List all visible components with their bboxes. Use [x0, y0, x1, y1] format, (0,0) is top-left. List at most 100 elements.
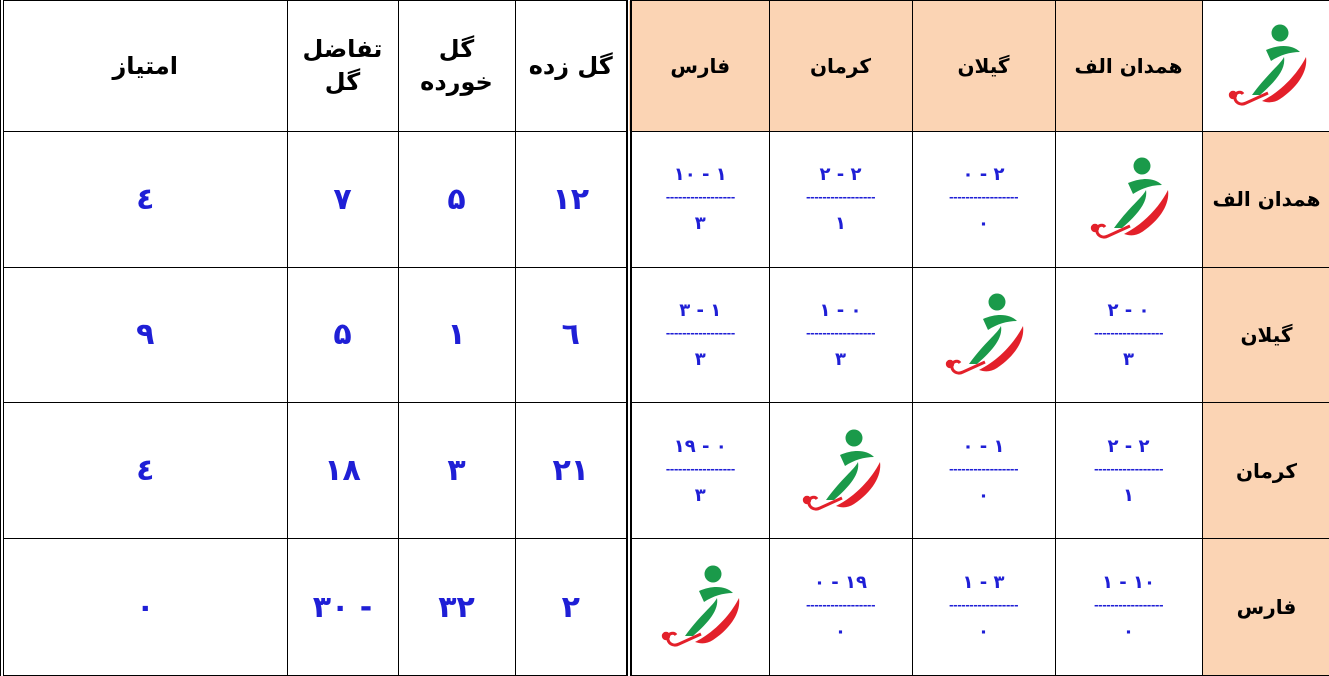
- match-result: ۰ - ۲-----------------۰: [913, 164, 1055, 234]
- points-value: ٤: [136, 453, 155, 489]
- column-header-label: فارس: [670, 53, 731, 78]
- match-score: ۲ - ۲: [1107, 435, 1150, 457]
- goals-against-cell: ۳: [397, 402, 516, 540]
- match-points: ۳: [694, 213, 706, 235]
- match-result-cell: ۱ - ۳ ----------------- ۰: [911, 538, 1056, 676]
- points-cell: ۰: [0, 538, 288, 676]
- goal-difference-value: ۳۰ -: [312, 589, 373, 625]
- match-points: ۳: [1123, 348, 1134, 370]
- match-score: ۱ - ۱۰: [1102, 572, 1155, 594]
- match-result: ۳ - ۱-----------------۳: [632, 300, 769, 370]
- match-score: ۲ - ۲: [819, 164, 862, 186]
- match-result-cell: ۲ - ۲-----------------۱: [768, 130, 913, 268]
- match-points: ۳: [835, 348, 846, 370]
- divider-line: -----------------: [805, 326, 876, 340]
- divider-line: -----------------: [948, 462, 1019, 476]
- match-result: ۱ - ۱۰-----------------۰: [1056, 572, 1202, 642]
- goals-for-cell: ۲: [514, 538, 630, 676]
- divider-line: -----------------: [948, 599, 1019, 613]
- row-header-team: همدان الف: [1201, 130, 1329, 268]
- stat-header-line: امتیاز: [112, 51, 178, 80]
- match-points: ۳: [694, 484, 706, 506]
- divider-line: -----------------: [665, 326, 736, 340]
- match-result-cell: ۰ - ۲-----------------۰: [911, 130, 1056, 268]
- points-value: ۹: [136, 317, 155, 353]
- match-result: ۰ - ۱ ----------------- ۰: [913, 436, 1055, 506]
- column-header-label: همدان الف: [1074, 53, 1183, 78]
- match-score: ۰ - ۱: [962, 435, 1005, 457]
- match-points: ۱: [1123, 484, 1134, 506]
- match-score: ۱ - ۳: [962, 572, 1005, 594]
- goals-for-value: ۲۱: [552, 453, 590, 489]
- match-result-cell: ۱ - ۱۰-----------------۰: [1054, 538, 1203, 676]
- goals-for-cell: ۱۲: [514, 130, 630, 268]
- stat-header-label: گل زده: [516, 50, 627, 82]
- goal-difference-value: ۷: [333, 181, 352, 217]
- goals-for-value: ٦: [561, 317, 580, 353]
- points-cell: ٤: [0, 130, 288, 268]
- match-result-cell: ۲ - ۲ ----------------- ۱: [1054, 402, 1203, 540]
- match-score: ۱۹ - ۰: [673, 435, 727, 457]
- self-match-cell: [626, 538, 770, 676]
- match-result-cell: ۳ - ۱-----------------۳: [626, 266, 770, 404]
- hockey-player-logo-icon: [802, 429, 880, 511]
- match-score: ۱ - ۰: [819, 299, 862, 321]
- stat-header-line: خورده: [420, 67, 493, 96]
- self-match-cell: [911, 266, 1056, 404]
- goal-difference-cell: ۷: [286, 130, 399, 268]
- goals-for-cell: ٦: [514, 266, 630, 404]
- divider-line: -----------------: [665, 191, 736, 205]
- column-header-team: فارس: [626, 0, 770, 132]
- match-result-cell: ۱ - ۰ ----------------- ۳: [768, 266, 913, 404]
- match-points: ۱: [835, 213, 846, 235]
- row-header-team: فارس: [1201, 538, 1329, 676]
- match-result-cell: ۱۹ - ۰-----------------۳: [626, 402, 770, 540]
- team-row: گیلان ۲ - ۰ ----------------- ۳ ۱ - ۰ ------…: [0, 266, 1329, 404]
- column-header-label: کرمان: [809, 53, 872, 78]
- goals-against-cell: ۱: [397, 266, 516, 404]
- match-points: ۰: [978, 213, 989, 235]
- header-row: همدان الف گیلان کرمان فارس گل زده گل خورده تفاض…: [0, 0, 1329, 132]
- divider-line: -----------------: [805, 599, 876, 613]
- stat-header-line: گل: [438, 35, 475, 64]
- goals-against-value: ۱: [447, 317, 466, 353]
- goal-difference-cell: ۱۸: [286, 402, 399, 540]
- goals-against-value: ۵: [447, 181, 466, 217]
- match-points: ۰: [1123, 621, 1134, 643]
- match-result: ۱ - ۰ ----------------- ۳: [770, 300, 912, 370]
- stat-header-label: امتیاز: [4, 50, 287, 82]
- column-header-stat: امتیاز: [0, 0, 288, 132]
- goal-difference-value: ۵: [333, 317, 352, 353]
- match-result-cell: ۱۰ - ۱-----------------۳: [626, 130, 770, 268]
- goal-difference-cell: ۵: [286, 266, 399, 404]
- goals-against-value: ۳: [447, 453, 466, 489]
- column-header-team: همدان الف: [1054, 0, 1203, 132]
- hockey-player-logo-icon: [1090, 157, 1168, 239]
- match-points: ۰: [978, 621, 989, 643]
- divider-line: -----------------: [1093, 462, 1164, 476]
- match-score: ۰ - ۱۹: [814, 572, 867, 594]
- goals-for-cell: ۲۱: [514, 402, 630, 540]
- column-header-team: کرمان: [768, 0, 913, 132]
- points-value: ۰: [136, 589, 155, 625]
- match-score: ۰ - ۲: [962, 164, 1005, 186]
- hockey-player-logo-icon: [1228, 24, 1306, 106]
- goals-for-value: ۲: [561, 589, 580, 625]
- stat-header-line: تفاضل: [302, 35, 383, 64]
- match-points: ۰: [978, 484, 989, 506]
- column-header-label: گیلان: [957, 53, 1010, 78]
- goals-against-value: ۳۲: [438, 589, 475, 625]
- row-team-name: فارس: [1236, 595, 1297, 620]
- row-team-name: همدان الف: [1212, 187, 1321, 212]
- row-team-name: گیلان: [1240, 322, 1293, 347]
- column-header-team: گیلان: [911, 0, 1056, 132]
- match-score: ۲ - ۰: [1107, 299, 1150, 321]
- divider-line: -----------------: [1093, 326, 1164, 340]
- match-score: ۳ - ۱: [679, 299, 722, 321]
